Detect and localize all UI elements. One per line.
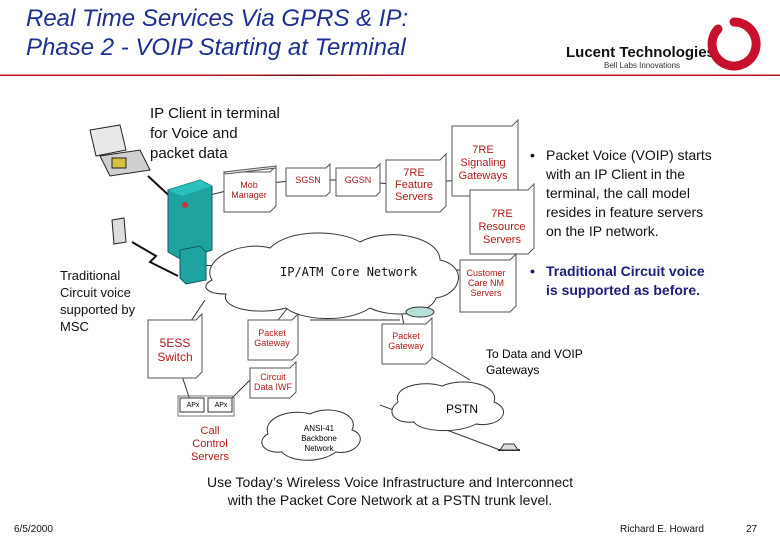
5ess-switch-icon: [147, 245, 207, 379]
base-station-icon: [167, 179, 213, 261]
ip-client-label: IP Client in terminal for Voice and pack…: [150, 105, 280, 162]
telephone-icon: [498, 443, 520, 451]
logo-name: Lucent Technologies: [566, 44, 715, 61]
footer-page-number: 27: [746, 524, 758, 535]
sgsn-label: SGSN: [295, 175, 321, 185]
footer-date: 6/5/2000: [14, 524, 53, 535]
bullet-dot-icon: •: [530, 147, 535, 163]
title-line-1: Real Time Services Via GPRS & IP:: [26, 5, 409, 32]
pstn-cloud-icon: [391, 381, 505, 432]
laptop-terminal-icon: [89, 124, 151, 177]
wireless-link-2-icon: [131, 241, 179, 277]
network-diagram: [89, 118, 535, 461]
ansi41-cloud-icon: [261, 409, 361, 461]
lucent-ring-logo: [707, 17, 761, 71]
logo-subtitle: Bell Labs Innovations: [604, 61, 681, 70]
title-rule: [0, 74, 780, 76]
bullet-dot-icon: •: [530, 263, 535, 279]
apx-2-label: APx: [214, 402, 228, 409]
pstn-label: PSTN: [446, 402, 479, 416]
core-network-label: IP/ATM Core Network: [280, 265, 418, 279]
slide-caption: Use Today’s Wireless Voice Infrastructur…: [207, 474, 573, 508]
title-line-2: Phase 2 - VOIP Starting at Terminal: [26, 34, 406, 61]
slide-title: Real Time Services Via GPRS & IP: Phase …: [26, 4, 408, 62]
ip-atm-cloud-icon: [205, 232, 459, 319]
footer-author: Richard E. Howard: [620, 524, 704, 535]
ggsn-label: GGSN: [344, 175, 372, 185]
apx-1-label: APx: [186, 402, 200, 409]
mobile-phone-icon: [111, 217, 127, 245]
